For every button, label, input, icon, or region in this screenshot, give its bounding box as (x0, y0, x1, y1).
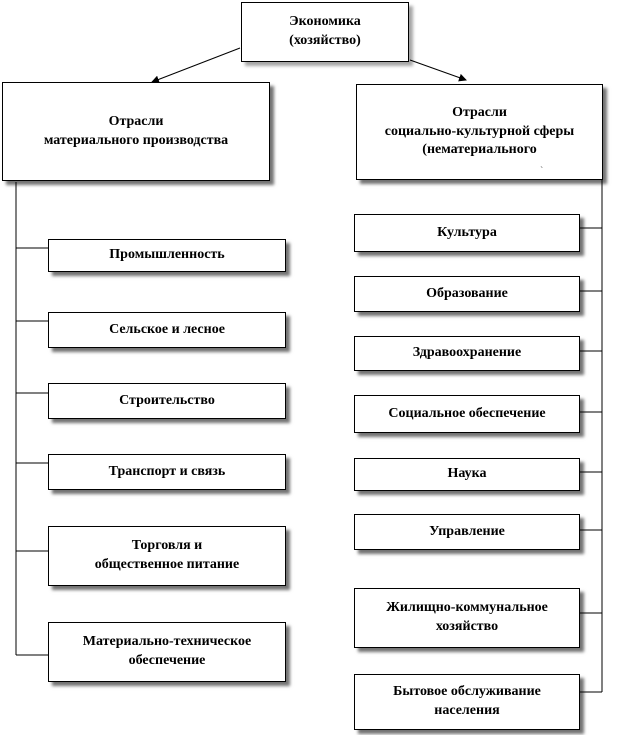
left-item-2-line1: Строительство (119, 392, 215, 408)
right-item-6: Жилищно-коммунальное хозяйство (354, 588, 580, 648)
right-item-6-line1: Жилищно-коммунальное (386, 600, 548, 616)
left-branch-line2: материального производства (43, 132, 229, 148)
left-item-5: Материально-техническое обеспечение (48, 622, 286, 682)
right-item-0-line1: Культура (437, 224, 497, 240)
right-branch-line3: (нематериального (422, 142, 537, 158)
right-item-1: Образование (354, 276, 580, 312)
right-item-7-line1: Бытовое обслуживание (393, 684, 541, 700)
left-item-4-line2: общественное питание (94, 557, 240, 572)
left-item-3: Транспорт и связь (48, 454, 286, 490)
left-item-0: Промышленность (48, 239, 286, 272)
left-item-4-line1: Торговля и (131, 538, 203, 554)
root-node: Экономика (хозяйство) (241, 2, 409, 62)
right-item-7: Бытовое обслуживание населения (354, 674, 580, 730)
left-item-0-line1: Промышленность (109, 247, 225, 263)
right-item-5: Управление (354, 514, 580, 550)
left-item-4: Торговля и общественное питание (48, 526, 286, 586)
right-item-3: Социальное обеспечение (354, 395, 580, 433)
right-item-4-line1: Наука (447, 466, 487, 482)
right-item-2: Здравоохранение (354, 336, 580, 371)
left-branch-node: Отрасли материального производства (2, 82, 270, 181)
arrow-to-left-branch (151, 47, 241, 84)
right-branch-node: Отрасли социально-культурной сферы (нема… (356, 84, 603, 180)
stray-mark: ` (540, 166, 544, 177)
left-item-5-line1: Материально-техническое (82, 634, 252, 650)
arrow-to-right-branch (409, 59, 467, 82)
left-branch-line1: Отрасли (108, 113, 164, 129)
left-item-1: Сельское и лесное (48, 312, 286, 348)
right-item-4: Наука (354, 458, 580, 491)
right-item-7-line2: населения (434, 703, 500, 718)
left-item-1-line1: Сельское и лесное (109, 321, 225, 337)
right-item-6-line2: хозяйство (435, 619, 499, 634)
right-item-3-line1: Социальное обеспечение (388, 405, 546, 421)
right-item-0: Культура (354, 214, 580, 252)
left-item-5-line2: обеспечение (128, 653, 206, 668)
right-item-1-line1: Образование (426, 285, 508, 301)
root-line1: Экономика (289, 14, 361, 30)
root-line2: (хозяйство) (289, 33, 361, 48)
right-item-2-line1: Здравоохранение (412, 345, 522, 361)
right-item-5-line1: Управление (429, 523, 505, 539)
left-item-2: Строительство (48, 383, 286, 419)
right-branch-line1: Отрасли (452, 104, 507, 120)
right-branch-line2: социально-культурной сферы (384, 123, 575, 139)
left-item-3-line1: Транспорт и связь (108, 463, 226, 479)
